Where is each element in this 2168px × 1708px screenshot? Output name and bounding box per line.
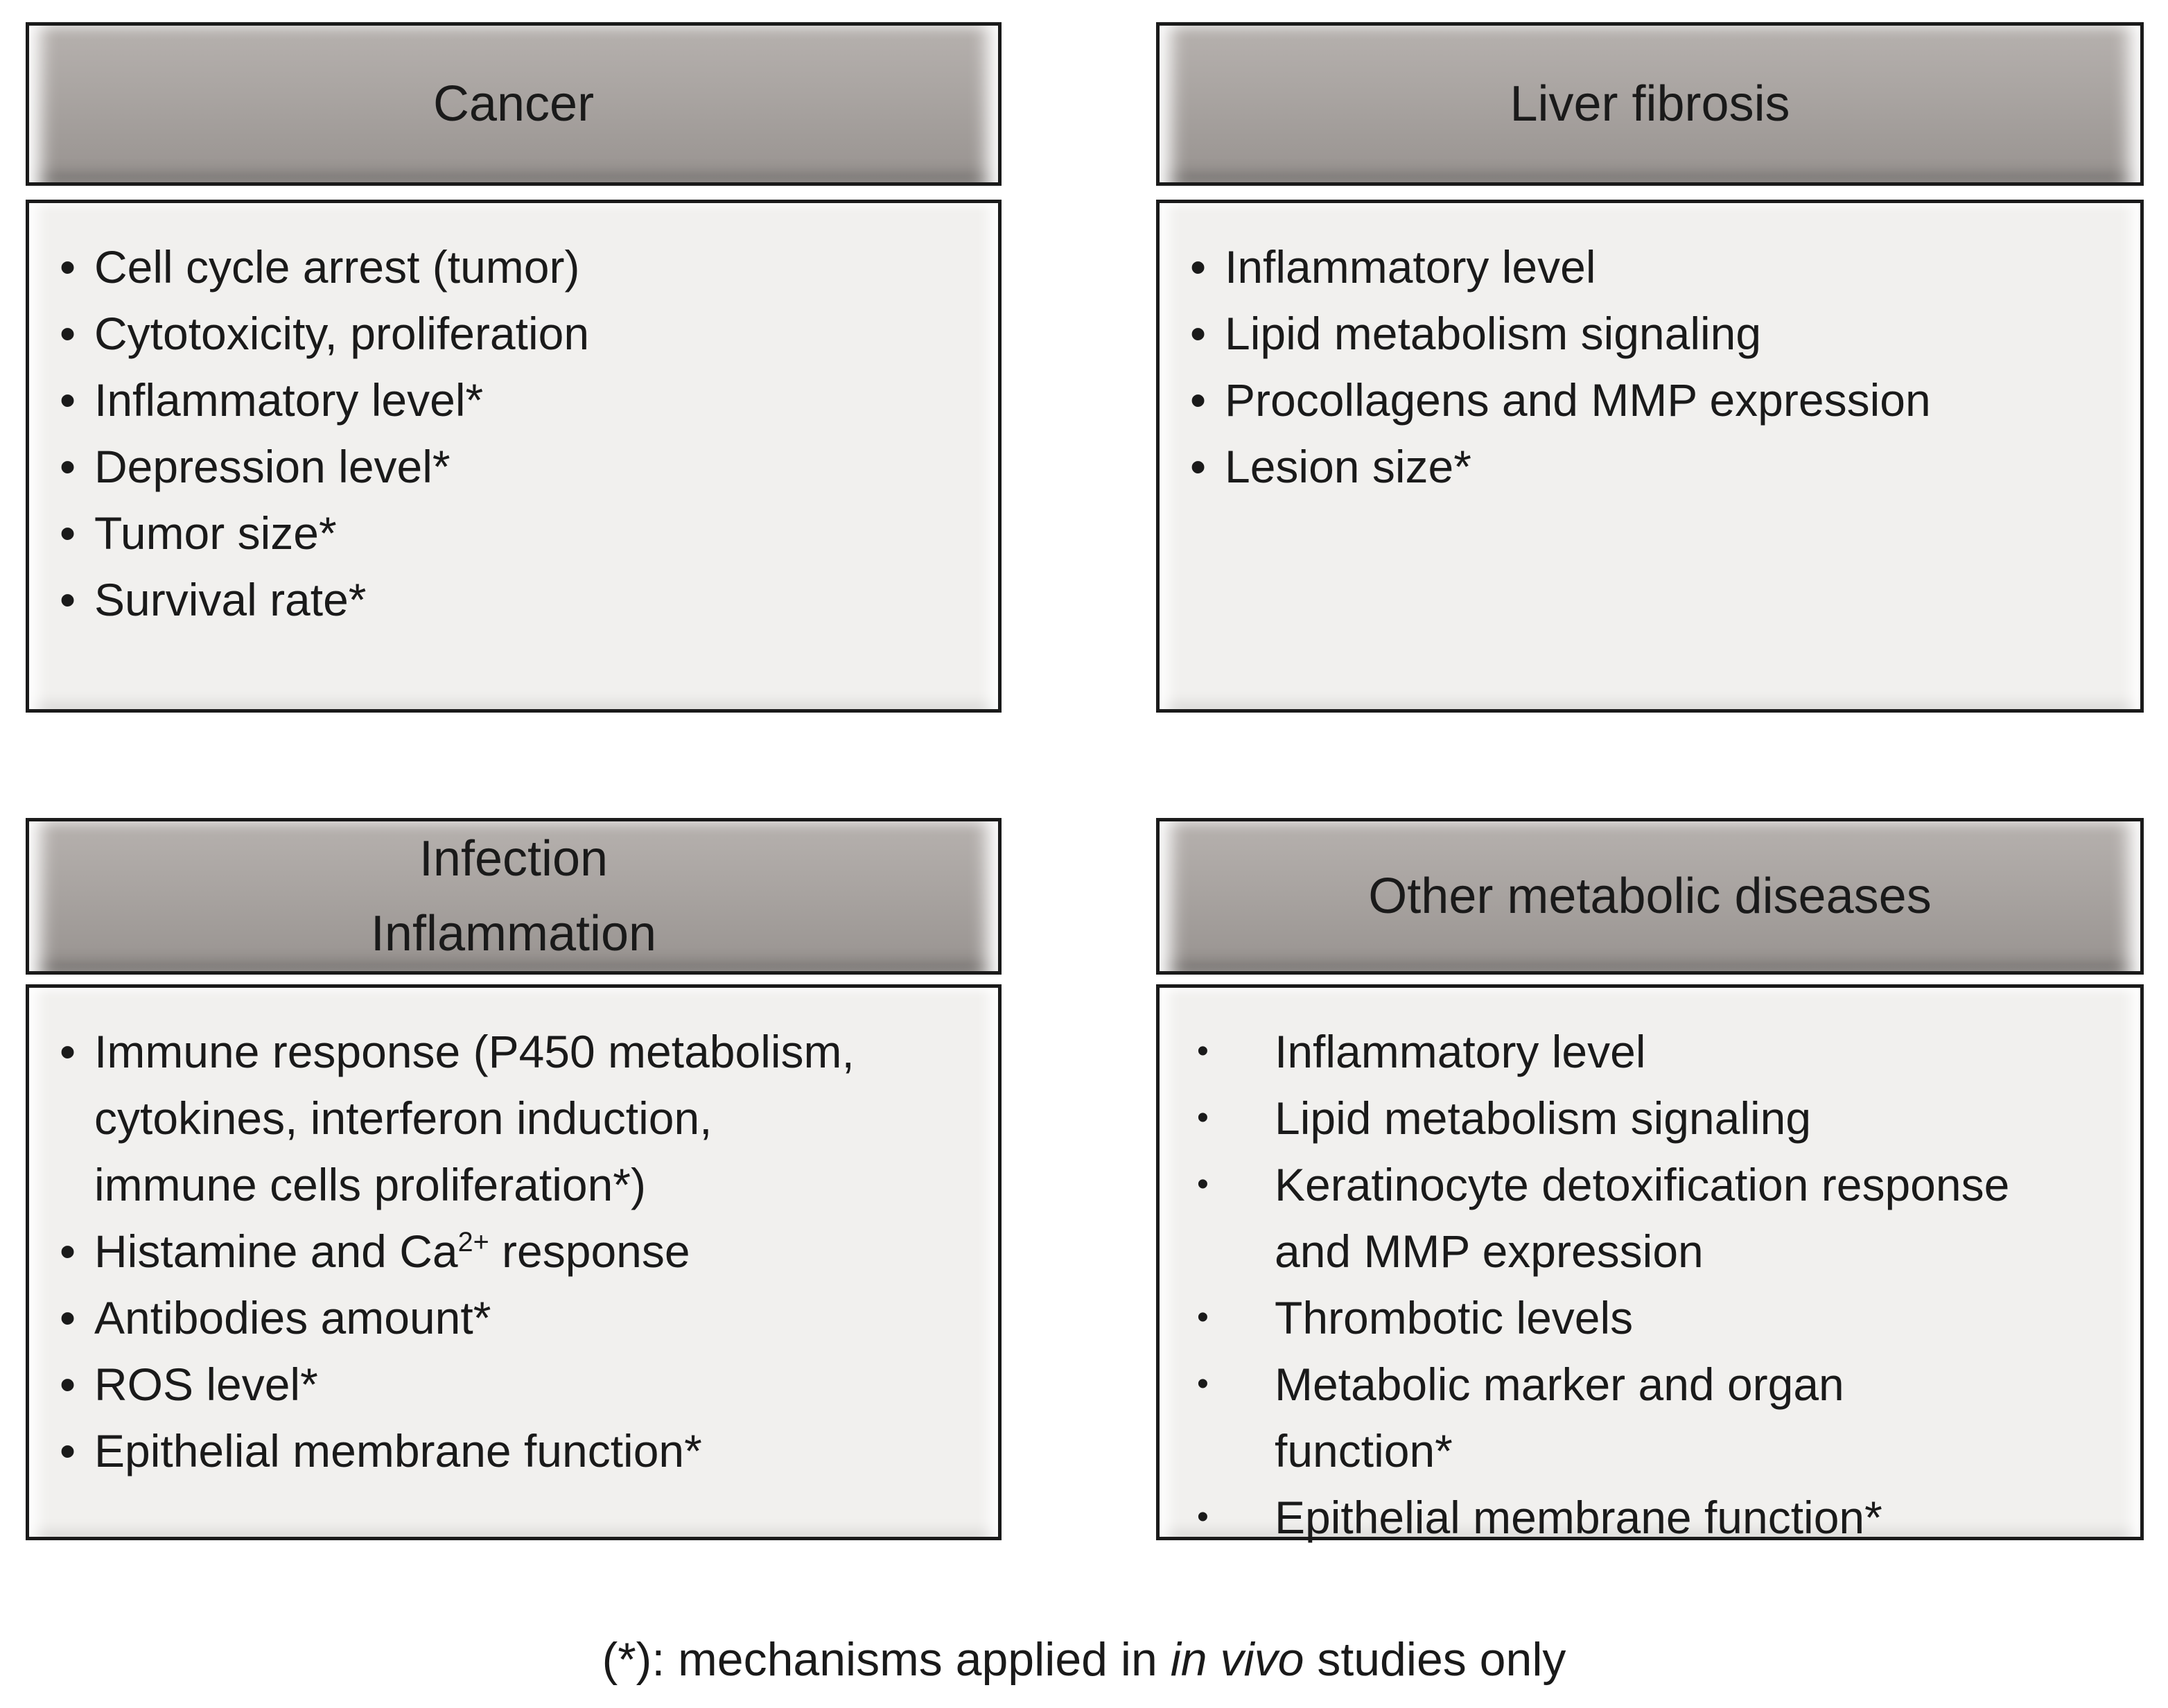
mechanism-list-liver-fibrosis: Inflammatory level Lipid metabolism sign… [1190, 234, 2119, 500]
panel-body-infection-inflammation: Immune response (P450 metabolism, cytoki… [26, 984, 1002, 1540]
panel-header-liver-fibrosis: Liver fibrosis [1156, 22, 2144, 186]
mechanism-list-other-metabolic-diseases: Inflammatory level Lipid metabolism sign… [1190, 1018, 2119, 1551]
list-item: Antibodies amount* [60, 1284, 871, 1351]
mechanism-list-cancer: Cell cycle arrest (tumor) Cytotoxicity, … [60, 234, 977, 633]
panel-header-other-metabolic-diseases: Other metabolic diseases [1156, 818, 2144, 975]
panel-title-inflammation: Inflammation [370, 906, 657, 961]
list-item: Depression level* [60, 433, 919, 500]
list-item: Epithelial membrane function* [1190, 1484, 2023, 1551]
list-item-text: response [489, 1226, 690, 1277]
footnote-suffix: studies only [1304, 1633, 1566, 1686]
footnote-prefix: (*): mechanisms applied in [602, 1633, 1171, 1686]
panel-header-infection-inflammation: Infection Inflammation [26, 818, 1002, 975]
list-item: Procollagens and MMP expression [1190, 367, 2049, 433]
footnote: (*): mechanisms applied in in vivo studi… [0, 1626, 2168, 1693]
list-item: Epithelial membrane function* [60, 1418, 871, 1484]
list-item: Lesion size* [1190, 433, 2049, 500]
list-item: Metabolic marker and organ function* [1190, 1351, 2023, 1484]
footnote-italic-in-vivo: in vivo [1170, 1633, 1304, 1686]
list-item: Inflammatory level [1190, 234, 2049, 300]
panel-title-other-metabolic-diseases: Other metabolic diseases [1368, 869, 1932, 924]
list-item: Keratinocyte detoxification response and… [1190, 1151, 2023, 1284]
mechanism-list-infection-inflammation: Immune response (P450 metabolism, cytoki… [60, 1018, 977, 1484]
panel-title-liver-fibrosis: Liver fibrosis [1510, 76, 1790, 132]
panel-title-infection: Infection [419, 831, 609, 887]
panel-title-cancer: Cancer [432, 76, 595, 132]
list-item: ROS level* [60, 1351, 871, 1418]
panel-body-cancer: Cell cycle arrest (tumor) Cytotoxicity, … [26, 200, 1002, 713]
list-item: Inflammatory level [1190, 1018, 2023, 1085]
list-item: Inflammatory level* [60, 367, 919, 433]
panel-body-other-metabolic-diseases: Inflammatory level Lipid metabolism sign… [1156, 984, 2144, 1551]
superscript-2plus: 2+ [457, 1227, 489, 1257]
list-item: Lipid metabolism signaling [1190, 300, 2049, 367]
list-item: Survival rate* [60, 566, 919, 633]
list-item: Histamine and Ca2+ response [60, 1218, 871, 1284]
list-item: Lipid metabolism signaling [1190, 1085, 2023, 1151]
list-item: Cytotoxicity, proliferation [60, 300, 919, 367]
list-item: Tumor size* [60, 500, 919, 566]
panel-body-liver-fibrosis: Inflammatory level Lipid metabolism sign… [1156, 200, 2144, 713]
list-item-text: Histamine and Ca [94, 1226, 458, 1277]
list-item: Immune response (P450 metabolism, cytoki… [60, 1018, 871, 1218]
list-item: Cell cycle arrest (tumor) [60, 234, 919, 300]
list-item: Thrombotic levels [1190, 1284, 2023, 1351]
panel-header-cancer: Cancer [26, 22, 1002, 186]
